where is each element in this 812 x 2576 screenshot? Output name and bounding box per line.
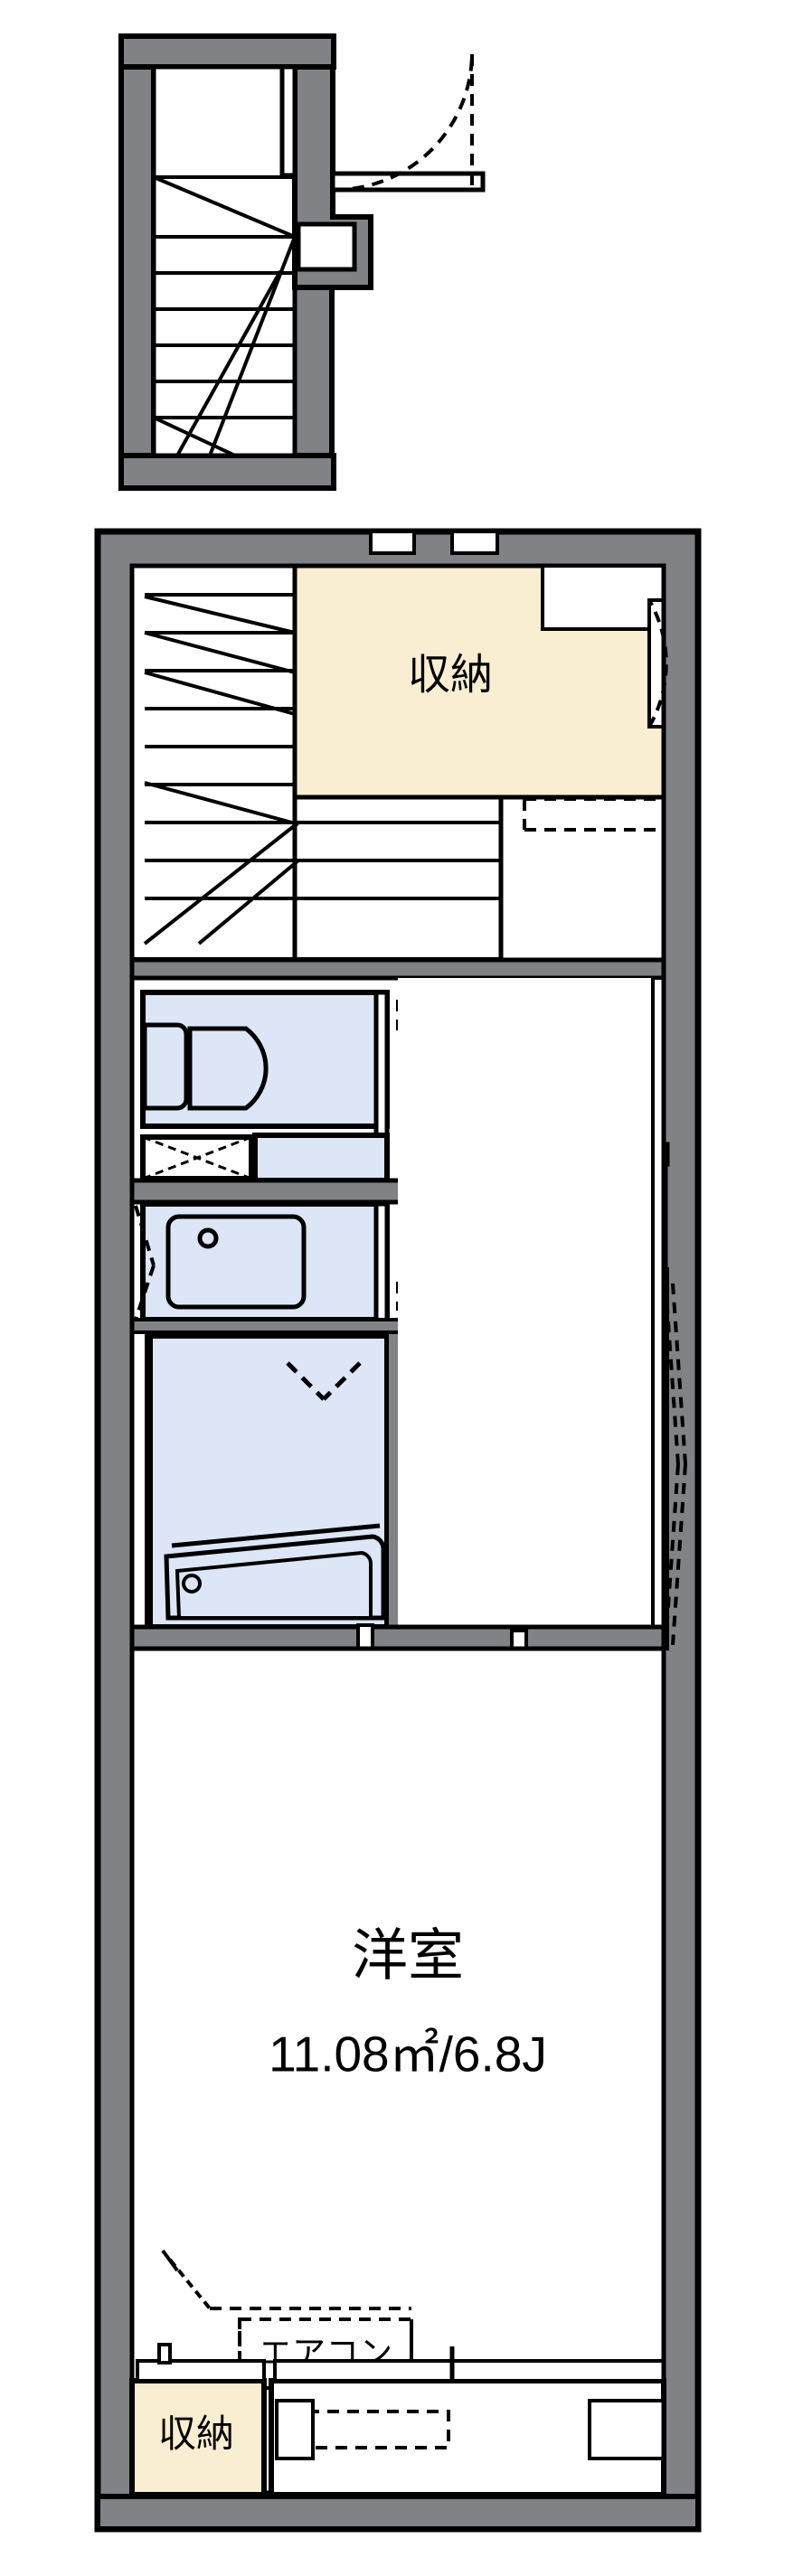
upper-stair-treads [153, 175, 297, 457]
upper-entry-door-swing-arc [332, 53, 474, 193]
staircase-outline [129, 563, 297, 963]
top-wall-vent [369, 530, 416, 555]
bathroom-right-wall [385, 1330, 401, 1632]
storage-lower-room: 収納 [129, 2343, 267, 2497]
window-side-panel-right [588, 2399, 666, 2460]
storage-lower-door-rail [136, 2359, 266, 2383]
western-room-floor [129, 1646, 666, 2496]
tub-inner [175, 1550, 373, 1620]
room-divider-wall [129, 1624, 666, 1651]
upper-entry-recess [296, 221, 357, 272]
washbasin-counter [165, 1214, 307, 1310]
staircase-treads [143, 593, 501, 945]
hall-floor [398, 978, 664, 1643]
bathroom-area [130, 1330, 401, 1632]
bathroom-top-wall [130, 1318, 405, 1334]
upper-door-jamb [279, 64, 297, 178]
window-sash-rail [273, 2359, 666, 2383]
closet-cross-hatch [140, 1133, 390, 1183]
bathroom-door-dash [286, 1361, 362, 1401]
tub-rim-top [171, 1523, 381, 1548]
western-room: 洋室 11.08㎡/6.8J [129, 1646, 666, 2496]
storage-upper-shelf-bay [541, 564, 666, 631]
window-pane-dash [306, 2410, 450, 2449]
closet-hatch-lines [142, 1135, 252, 1180]
storage-upper-label: 収納 [408, 650, 493, 698]
balcony-sliding-window [269, 2346, 666, 2497]
washbasin-door-dash [134, 1205, 156, 1321]
washbasin-drain [197, 1227, 219, 1249]
upper-interior-floor [151, 64, 297, 458]
main-bottom-wall [95, 2494, 701, 2532]
top-wall-vent-2 [450, 530, 499, 555]
upper-bottom-wall [118, 453, 336, 491]
upper-top-wall [118, 33, 336, 70]
upper-stair-landing-plan [118, 33, 486, 491]
western-room-label: 洋室 [352, 1924, 464, 1987]
toilet-room [140, 978, 508, 1203]
tub-drain [182, 1574, 202, 1594]
washbasin-partition [373, 1201, 390, 1324]
storage-upper-room: 収納 [292, 563, 668, 832]
western-room-area-label: 11.08㎡/6.8J [269, 2026, 547, 2082]
entry-hall [398, 976, 666, 1645]
storage-upper-door-swing-arc [647, 599, 668, 728]
main-unit-plan: 収納 [94, 528, 702, 2533]
upper-entry-door-leaf [330, 171, 486, 193]
toilet-bowl [187, 1026, 269, 1111]
ac-leader-diagonal [168, 2258, 212, 2310]
ac-unit-mark [161, 2249, 179, 2272]
closet-side-panel [252, 1133, 390, 1183]
toilet-tank [142, 1022, 189, 1111]
wet-zone-top-wall [129, 957, 666, 981]
window-side-panel [275, 2399, 315, 2460]
upper-left-wall [118, 33, 156, 491]
storage-lower-door-stop [157, 2343, 172, 2364]
storage-lower-label: 収納 [158, 2412, 234, 2455]
